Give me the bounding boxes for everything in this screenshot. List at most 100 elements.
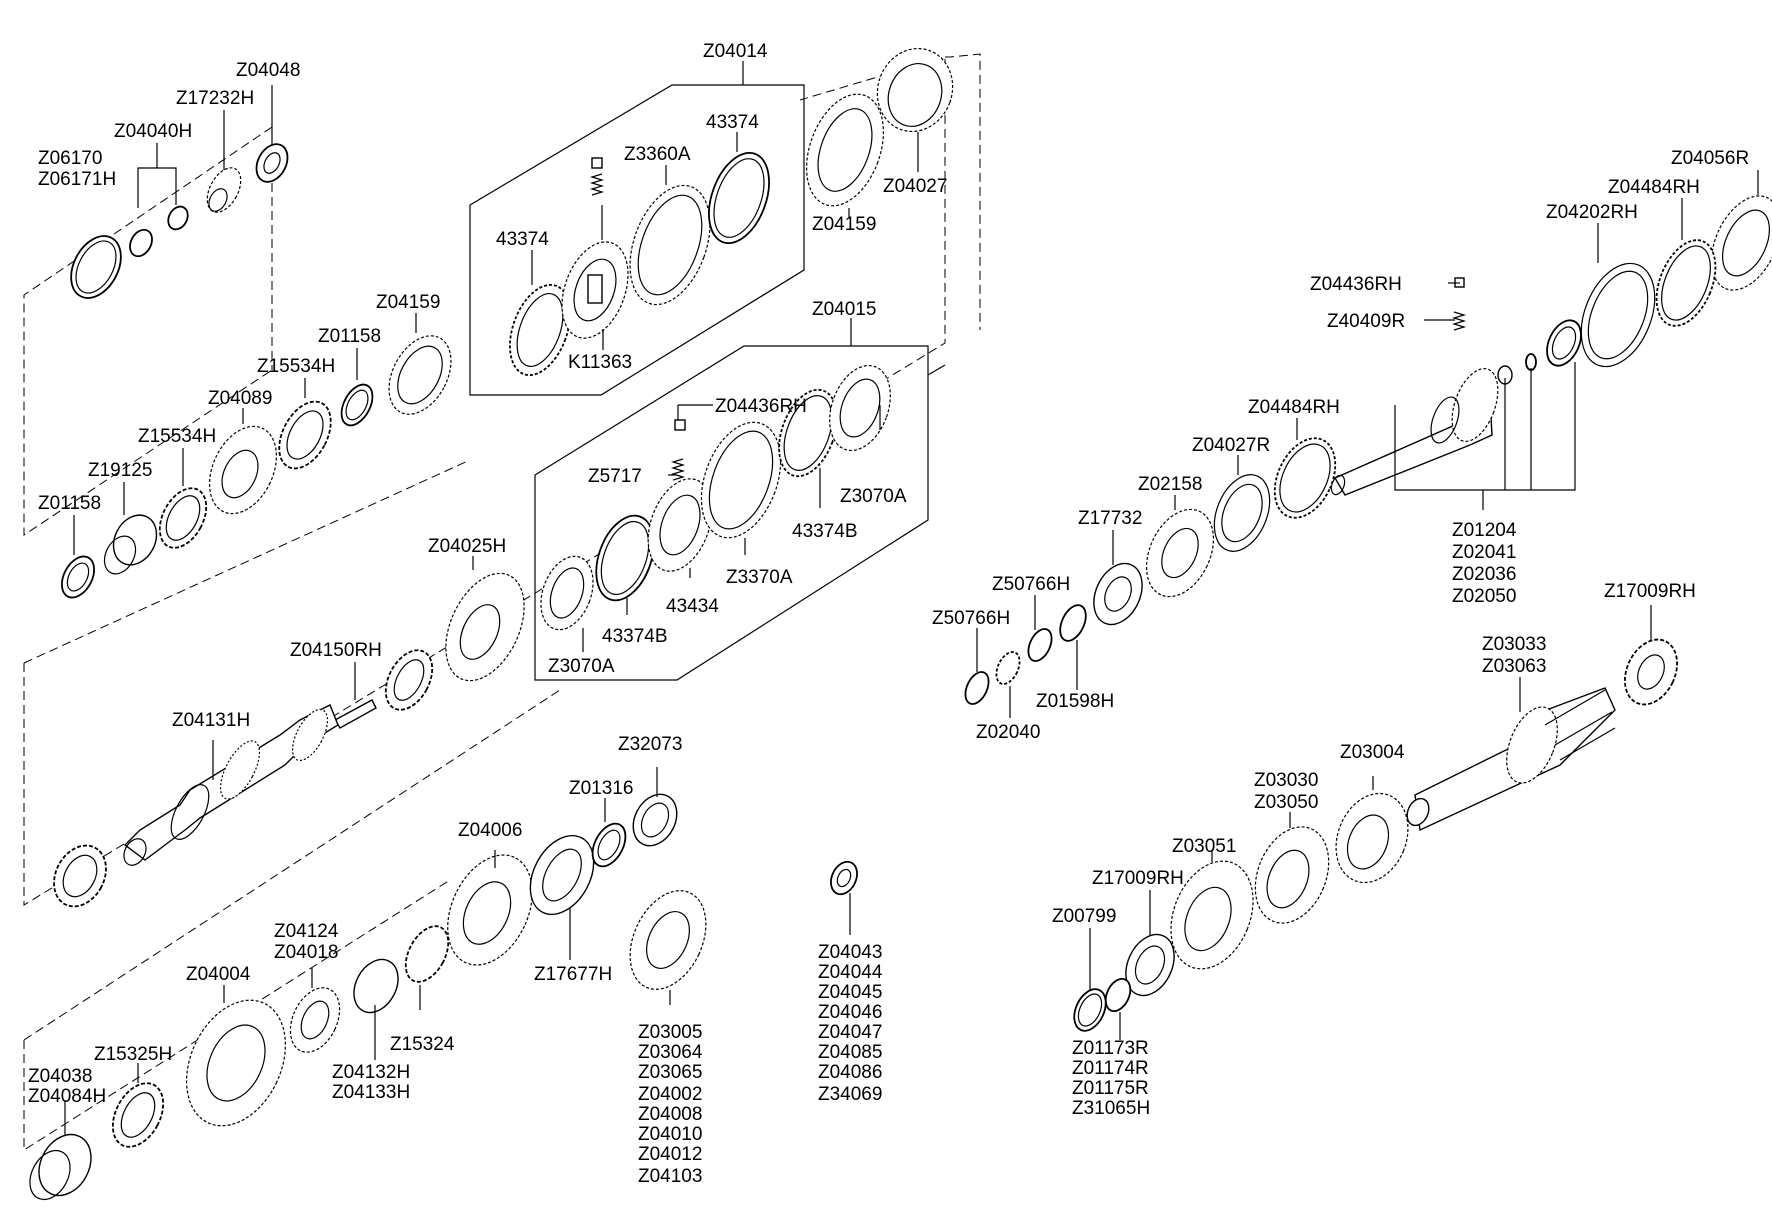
- callout-z3360a: Z3360A: [624, 144, 691, 165]
- group-frames: [469, 84, 946, 681]
- callout-z03051: Z03051: [1172, 836, 1236, 857]
- callout-z04089: Z04089: [208, 388, 272, 409]
- callout-z04436rh-right: Z04436RH: [1310, 274, 1402, 295]
- callout-list-item: Z04008: [638, 1104, 702, 1125]
- callout-z06171h: Z06171H: [38, 169, 116, 190]
- callout-list-item: Z04047: [818, 1022, 882, 1043]
- callout-z04038: Z04038: [28, 1066, 92, 1087]
- callout-z04040h: Z04040H: [114, 121, 192, 142]
- callout-list-item: Z04043: [818, 942, 882, 963]
- callout-z04027r: Z04027R: [1192, 435, 1270, 456]
- callout-z43374b-right: 43374B: [792, 521, 858, 542]
- callout-z17677h: Z17677H: [534, 964, 612, 985]
- callout-z04025h: Z04025H: [428, 536, 506, 557]
- callout-z15534h-b: Z15534H: [138, 426, 216, 447]
- snap-ring-part: [75, 240, 117, 294]
- callout-z15324: Z15324: [390, 1034, 455, 1055]
- snap-ring-part: [70, 235, 122, 299]
- leader-lines: [64, 61, 1759, 1135]
- callout-z04484rh-mid: Z04484RH: [1248, 397, 1340, 418]
- parts-right-upper-shaft: [964, 195, 1772, 705]
- callout-z04159-top: Z04159: [812, 214, 876, 235]
- parts-main-shaft: [53, 572, 525, 908]
- callout-list-item: Z04086: [818, 1062, 882, 1083]
- callout-z04056r: Z04056R: [1671, 148, 1749, 169]
- parts-right-lower-shaft: [1073, 638, 1678, 1032]
- callout-z3070a-right: Z3070A: [840, 486, 907, 507]
- callout-list-item: Z03065: [638, 1062, 702, 1083]
- callout-z01598h: Z01598H: [1036, 691, 1114, 712]
- callout-list-item: Z04044: [818, 962, 883, 983]
- callout-z17009rh-low: Z17009RH: [1092, 868, 1184, 889]
- callout-z04484rh-top: Z04484RH: [1608, 177, 1700, 198]
- callout-z04018: Z04018: [274, 942, 338, 963]
- parts-upper-left: [70, 143, 289, 299]
- callout-z50766h-a: Z50766H: [992, 574, 1070, 595]
- callout-z19125: Z19125: [88, 460, 152, 481]
- spring-part: [670, 419, 686, 481]
- callout-z17009rh-top: Z17009RH: [1604, 581, 1696, 602]
- spring-part: [589, 157, 605, 196]
- callout-z04048: Z04048: [236, 60, 300, 81]
- callout-list-item: Z34069: [818, 1084, 882, 1105]
- callout-list-item: Z04046: [818, 1002, 882, 1023]
- callout-z02158: Z02158: [1138, 474, 1202, 495]
- callout-z40409r: Z40409R: [1327, 311, 1405, 332]
- parts-top-gears: [805, 47, 954, 207]
- callout-list-item: Z01174R: [1072, 1058, 1149, 1079]
- callout-z01158-mid: Z01158: [318, 326, 381, 347]
- callout-z43374b-left: 43374B: [602, 626, 668, 647]
- callout-z04004: Z04004: [186, 964, 251, 985]
- callout-z50766h-b: Z50766H: [932, 608, 1010, 629]
- part-callouts: Z04048 Z17232H Z04040H Z06170 Z06171H Z0…: [28, 41, 1749, 1107]
- spring-part: [1451, 277, 1467, 331]
- parts-z04015-group: [540, 364, 891, 631]
- callout-z15325h: Z15325H: [94, 1044, 172, 1065]
- parts-middle-left-row: [60, 335, 452, 599]
- callout-list-item: Z04002: [638, 1084, 702, 1105]
- callout-z04027: Z04027: [883, 176, 947, 197]
- callout-z17232h: Z17232H: [176, 88, 254, 109]
- callout-z04006: Z04006: [458, 820, 522, 841]
- sleeve-part: [103, 514, 158, 575]
- callout-z04131h: Z04131H: [172, 710, 250, 731]
- counter-shaft-part: [1414, 687, 1616, 832]
- callout-group-shaft-parts: Z01204 Z02041 Z02036 Z02050: [1452, 520, 1517, 607]
- callout-z04133h: Z04133H: [332, 1082, 410, 1103]
- callout-z04202rh: Z04202RH: [1546, 202, 1638, 223]
- callout-z04150rh: Z04150RH: [290, 640, 382, 661]
- callout-list-item: Z02036: [1452, 564, 1516, 585]
- callout-z3070a-left: Z3070A: [548, 656, 615, 677]
- callout-group-gear-parts: Z03005 Z03064 Z03065 Z04002 Z04008 Z0401…: [638, 1022, 703, 1187]
- callout-z03030: Z03030: [1254, 770, 1318, 791]
- callout-z00799: Z00799: [1052, 906, 1116, 927]
- washer-part: [167, 205, 189, 231]
- main-shaft-part: [123, 704, 339, 866]
- callout-z32073: Z32073: [618, 734, 682, 755]
- callout-list-item: Z03005: [638, 1022, 702, 1043]
- callout-list-item: Z02041: [1452, 542, 1516, 563]
- callout-list-item: Z01175R: [1072, 1078, 1149, 1099]
- callout-z04124: Z04124: [274, 921, 339, 942]
- parts-z04014-group: [509, 151, 770, 377]
- washer-part: [255, 143, 289, 183]
- callout-z01316: Z01316: [569, 778, 633, 799]
- bevel-gear-part: [206, 167, 242, 213]
- callout-z43374-a: 43374: [706, 112, 759, 133]
- callout-z04436rh-mid: Z04436RH: [715, 396, 807, 417]
- callout-z5717: Z5717: [588, 466, 642, 487]
- callout-z03033: Z03033: [1482, 634, 1546, 655]
- callout-z02040: Z02040: [976, 722, 1040, 743]
- callout-list-item: Z03064: [638, 1042, 703, 1063]
- callout-z43374-b: 43374: [496, 229, 549, 250]
- parts-lower-left-row: [29, 793, 858, 1201]
- callout-list-item: Z01173R: [1072, 1038, 1149, 1059]
- callout-z15534h-a: Z15534H: [257, 356, 335, 377]
- callout-list-item: Z04085: [818, 1042, 882, 1063]
- callout-z03063: Z03063: [1482, 656, 1546, 677]
- callout-z17732: Z17732: [1078, 508, 1142, 529]
- washer-part: [129, 228, 153, 258]
- callout-z04084h: Z04084H: [28, 1086, 106, 1107]
